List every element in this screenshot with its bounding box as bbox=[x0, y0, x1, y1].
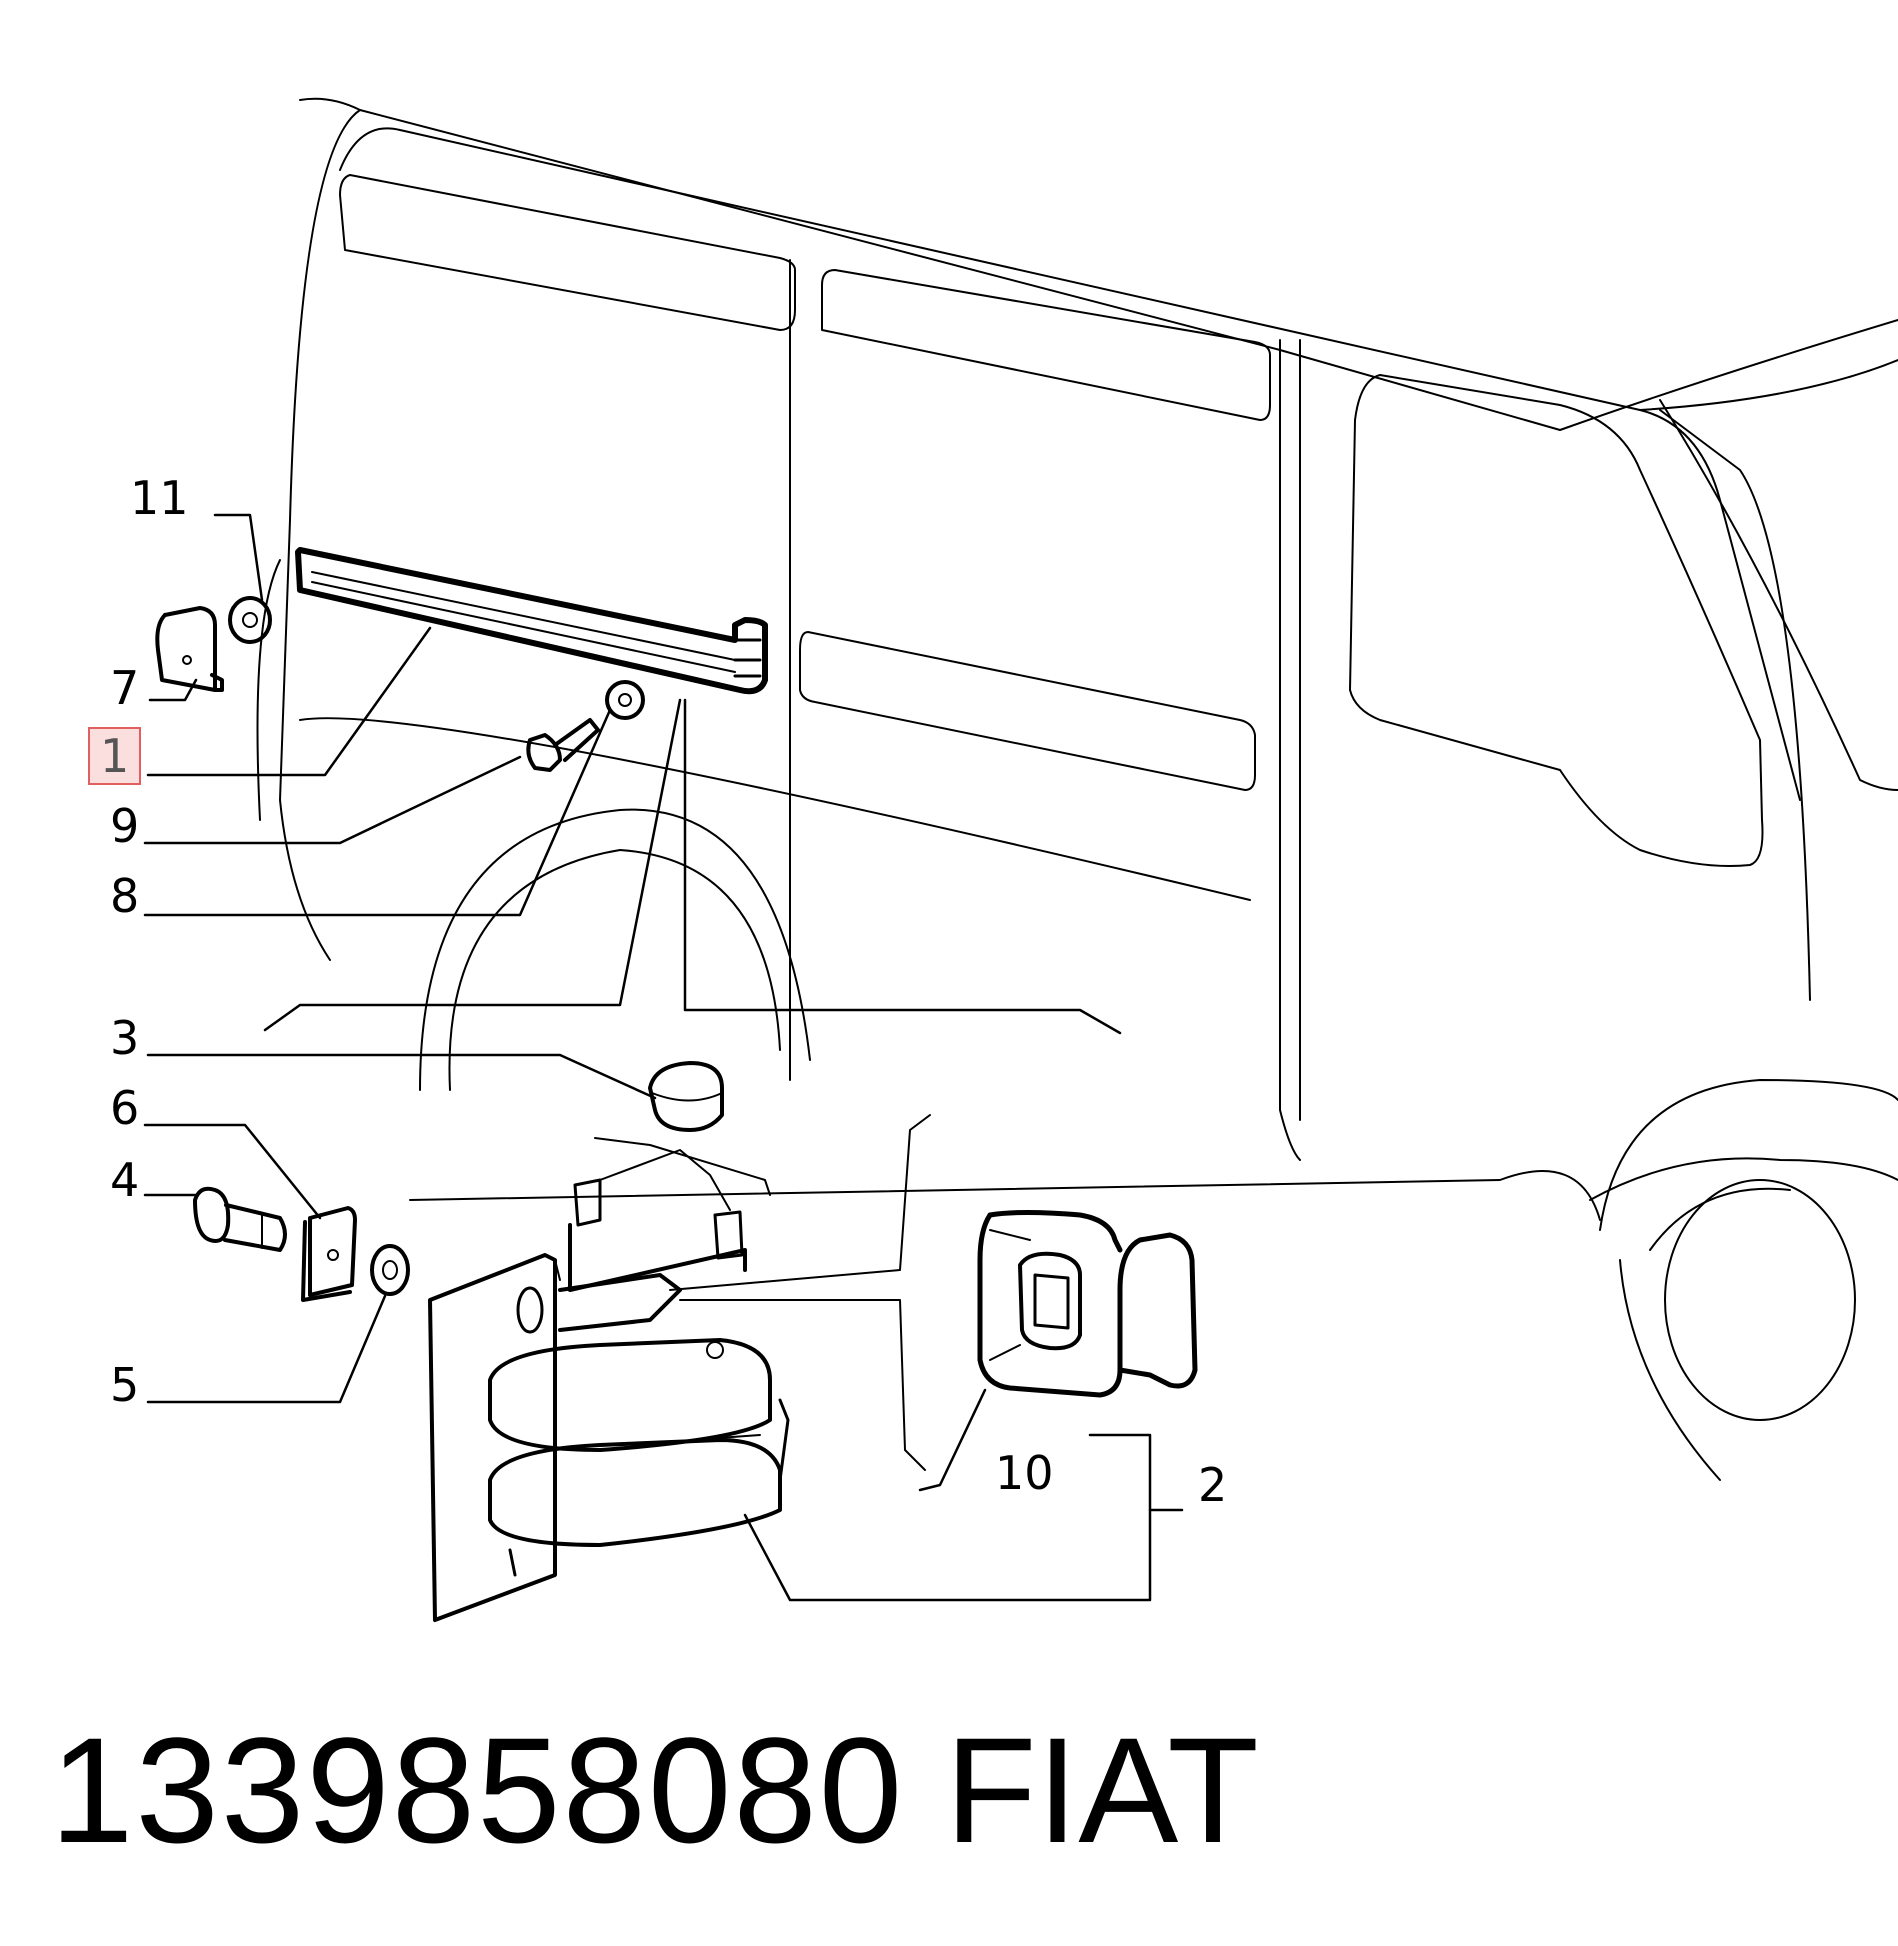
part-number: 1339858080 bbox=[50, 1706, 905, 1874]
callout-8[interactable]: 8 bbox=[110, 869, 140, 923]
leader-lines-top bbox=[143, 513, 1122, 1035]
hinge-assembly-part-2 bbox=[428, 1114, 1184, 1622]
callout-5[interactable]: 5 bbox=[110, 1358, 140, 1412]
callout-1-selected[interactable]: 1 bbox=[88, 727, 142, 785]
callout-2[interactable]: 2 bbox=[1198, 1458, 1228, 1512]
rear-wheel-arch bbox=[419, 808, 811, 1091]
screw-part-9 bbox=[526, 718, 600, 772]
callout-7[interactable]: 7 bbox=[110, 661, 140, 715]
washer-part-5 bbox=[146, 1244, 410, 1404]
washer-part-11 bbox=[228, 596, 272, 644]
van-body-outline bbox=[256, 97, 1898, 1221]
callout-6[interactable]: 6 bbox=[110, 1081, 140, 1135]
bumper-part-3 bbox=[146, 1053, 724, 1132]
brand-name: FIAT bbox=[945, 1706, 1259, 1874]
front-wheel bbox=[1599, 1079, 1898, 1481]
callout-3[interactable]: 3 bbox=[110, 1011, 140, 1065]
callout-4[interactable]: 4 bbox=[110, 1153, 140, 1207]
door-rail-part bbox=[295, 547, 768, 695]
bolt-part-4 bbox=[143, 1186, 287, 1252]
plate-part-6 bbox=[143, 1123, 357, 1302]
callout-11[interactable]: 11 bbox=[130, 471, 189, 525]
callout-9[interactable]: 9 bbox=[110, 799, 140, 853]
washer-part-8 bbox=[605, 680, 645, 720]
callout-10[interactable]: 10 bbox=[995, 1446, 1054, 1500]
bracket-part-10 bbox=[918, 1210, 1198, 1492]
clip-part-7 bbox=[155, 606, 224, 692]
van-windows bbox=[339, 174, 1898, 867]
